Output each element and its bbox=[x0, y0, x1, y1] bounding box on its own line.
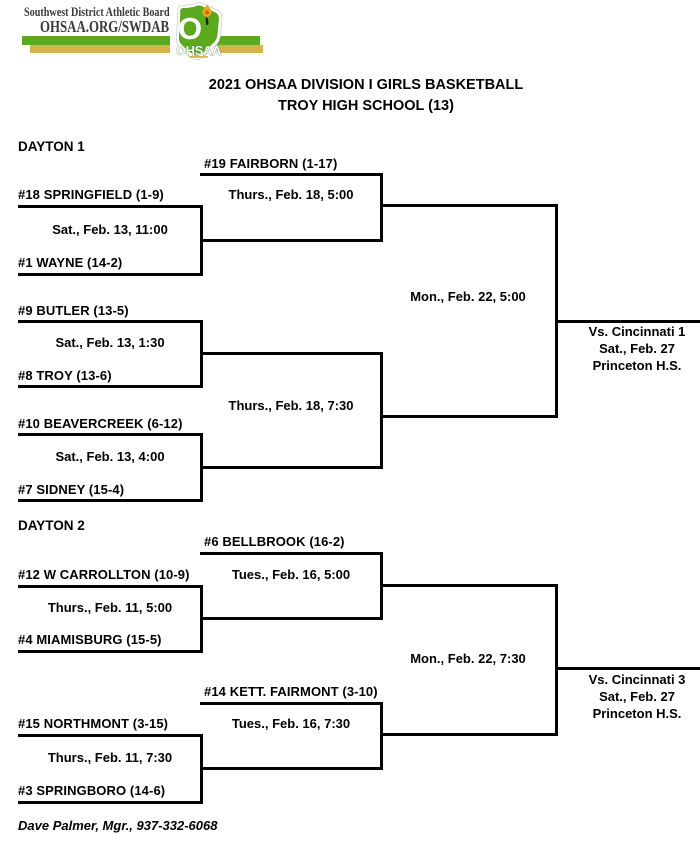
advance-d1-opponent: Vs. Cincinnati 1 bbox=[588, 324, 686, 339]
game-date-d2-r2g2: Tues., Feb. 16, 7:30 bbox=[231, 716, 351, 731]
connector-d2-r2g2 bbox=[380, 702, 383, 770]
line-beavercreek bbox=[18, 433, 203, 436]
team-label-northmont: #15 NORTHMONT (3-15) bbox=[18, 716, 169, 731]
game-date-d1-r2g1: Thurs., Feb. 18, 5:00 bbox=[228, 187, 354, 202]
title-line-1: 2021 OHSAA DIVISION I GIRLS BASKETBALL bbox=[208, 77, 524, 93]
team-label-butler: #9 BUTLER (13-5) bbox=[18, 303, 129, 318]
connector-d2-r2g1 bbox=[380, 552, 383, 620]
connector-d2-final bbox=[555, 584, 558, 736]
logo-flame-core bbox=[205, 10, 209, 15]
manager-contact: Dave Palmer, Mgr., 937-332-6068 bbox=[18, 818, 218, 833]
line-winner-d2-r1g1 bbox=[200, 617, 383, 620]
team-label-wayne: #1 WAYNE (14-2) bbox=[18, 255, 123, 270]
connector-d1-final bbox=[555, 204, 558, 418]
advance-d1-venue: Princeton H.S. bbox=[592, 358, 682, 373]
connector-d2-r1g1 bbox=[200, 585, 203, 653]
line-northmont bbox=[18, 734, 203, 737]
line-miamisburg bbox=[18, 650, 203, 653]
line-springboro bbox=[18, 801, 203, 804]
logo-ohio-shape bbox=[178, 5, 219, 56]
game-date-d1-r1g2: Sat., Feb. 13, 1:30 bbox=[55, 335, 165, 350]
line-winner-d2-r1g2 bbox=[200, 767, 383, 770]
stripe-gold-left bbox=[30, 45, 170, 53]
ohsaa-logo: O OHSAA bbox=[176, 2, 223, 61]
line-winner-d2-r2g2 bbox=[380, 733, 558, 736]
line-winner-d1-r1g3 bbox=[200, 466, 383, 469]
line-winner-d1-r2g1 bbox=[380, 204, 558, 207]
region-label-dayton1: DAYTON 1 bbox=[18, 139, 85, 154]
logo-wordmark: OHSAA bbox=[176, 43, 222, 58]
team-label-sidney: #7 SIDNEY (15-4) bbox=[18, 482, 125, 497]
team-label-troy: #8 TROY (13-6) bbox=[18, 368, 112, 383]
team-label-fairborn: #19 FAIRBORN (1-17) bbox=[204, 156, 338, 171]
line-winner-d1-r1g1 bbox=[200, 239, 383, 242]
header-site-text: OHSAA.ORG/SWDAB bbox=[40, 17, 170, 36]
line-bellbrook bbox=[200, 552, 383, 555]
connector-d1-r1g1 bbox=[200, 205, 203, 276]
line-winner-d2-r2g1 bbox=[380, 584, 558, 587]
advance-d2-date: Sat., Feb. 27 bbox=[599, 689, 675, 704]
game-date-d1-r1g1: Sat., Feb. 13, 11:00 bbox=[52, 222, 168, 237]
line-fairborn bbox=[200, 173, 383, 176]
team-label-kett-fairmont: #14 KETT. FAIRMONT (3-10) bbox=[204, 684, 378, 699]
connector-d1-r1g3 bbox=[200, 433, 203, 502]
line-troy bbox=[18, 385, 203, 388]
line-kett-fairmont bbox=[200, 702, 383, 705]
line-winner-d1-r1g2 bbox=[200, 352, 383, 355]
game-date-d2-final: Mon., Feb. 22, 7:30 bbox=[410, 651, 526, 666]
game-date-d2-r2g1: Tues., Feb. 16, 5:00 bbox=[231, 567, 351, 582]
line-butler bbox=[18, 320, 203, 323]
game-date-d2-r1g2: Thurs., Feb. 11, 7:30 bbox=[47, 750, 173, 765]
logo-letter-o: O bbox=[178, 11, 202, 46]
connector-d1-r2g2 bbox=[380, 352, 383, 469]
team-label-beavercreek: #10 BEAVERCREEK (6-12) bbox=[18, 416, 183, 431]
header-org-text: Southwest District Athletic Board bbox=[24, 4, 170, 19]
line-w-carrollton bbox=[18, 585, 203, 588]
stripe-gold-right bbox=[217, 45, 263, 53]
game-date-d1-r2g2: Thurs., Feb. 18, 7:30 bbox=[228, 398, 354, 413]
team-label-springfield: #18 SPRINGFIELD (1-9) bbox=[18, 187, 164, 202]
line-sidney bbox=[18, 499, 203, 502]
page-title: 2021 OHSAA DIVISION I GIRLS BASKETBALL T… bbox=[209, 75, 523, 117]
advance-info-dayton2: Vs. Cincinnati 3 Sat., Feb. 27 Princeton… bbox=[589, 671, 686, 722]
game-date-d1-r1g3: Sat., Feb. 13, 4:00 bbox=[55, 449, 165, 464]
advance-d2-opponent: Vs. Cincinnati 3 bbox=[588, 672, 686, 687]
logo-subtext-bar bbox=[189, 56, 208, 58]
logo-torch-handle bbox=[205, 17, 209, 26]
connector-d1-r1g2 bbox=[200, 320, 203, 388]
line-springfield bbox=[18, 205, 203, 208]
line-winner-d1-final bbox=[555, 320, 700, 323]
team-label-w-carrollton: #12 W CARROLLTON (10-9) bbox=[18, 567, 190, 582]
game-date-d1-final: Mon., Feb. 22, 5:00 bbox=[410, 289, 526, 304]
connector-d1-r2g1 bbox=[380, 173, 383, 242]
line-winner-d1-r2g2 bbox=[380, 415, 558, 418]
team-label-miamisburg: #4 MIAMISBURG (15-5) bbox=[18, 632, 162, 647]
line-wayne bbox=[18, 273, 203, 276]
team-label-bellbrook: #6 BELLBROOK (16-2) bbox=[204, 534, 345, 549]
connector-d2-r1g2 bbox=[200, 734, 203, 804]
advance-info-dayton1: Vs. Cincinnati 1 Sat., Feb. 27 Princeton… bbox=[589, 323, 686, 374]
stripe-green-left bbox=[22, 36, 170, 45]
region-label-dayton2: DAYTON 2 bbox=[18, 518, 85, 533]
stripe-green-right bbox=[215, 36, 260, 45]
game-date-d2-r1g1: Thurs., Feb. 11, 5:00 bbox=[47, 600, 173, 615]
team-label-springboro: #3 SPRINGBORO (14-6) bbox=[18, 783, 166, 798]
title-line-2: TROY HIGH SCHOOL (13) bbox=[278, 98, 454, 114]
advance-d1-date: Sat., Feb. 27 bbox=[599, 341, 675, 356]
line-winner-d2-final bbox=[555, 667, 700, 670]
advance-d2-venue: Princeton H.S. bbox=[592, 706, 682, 721]
